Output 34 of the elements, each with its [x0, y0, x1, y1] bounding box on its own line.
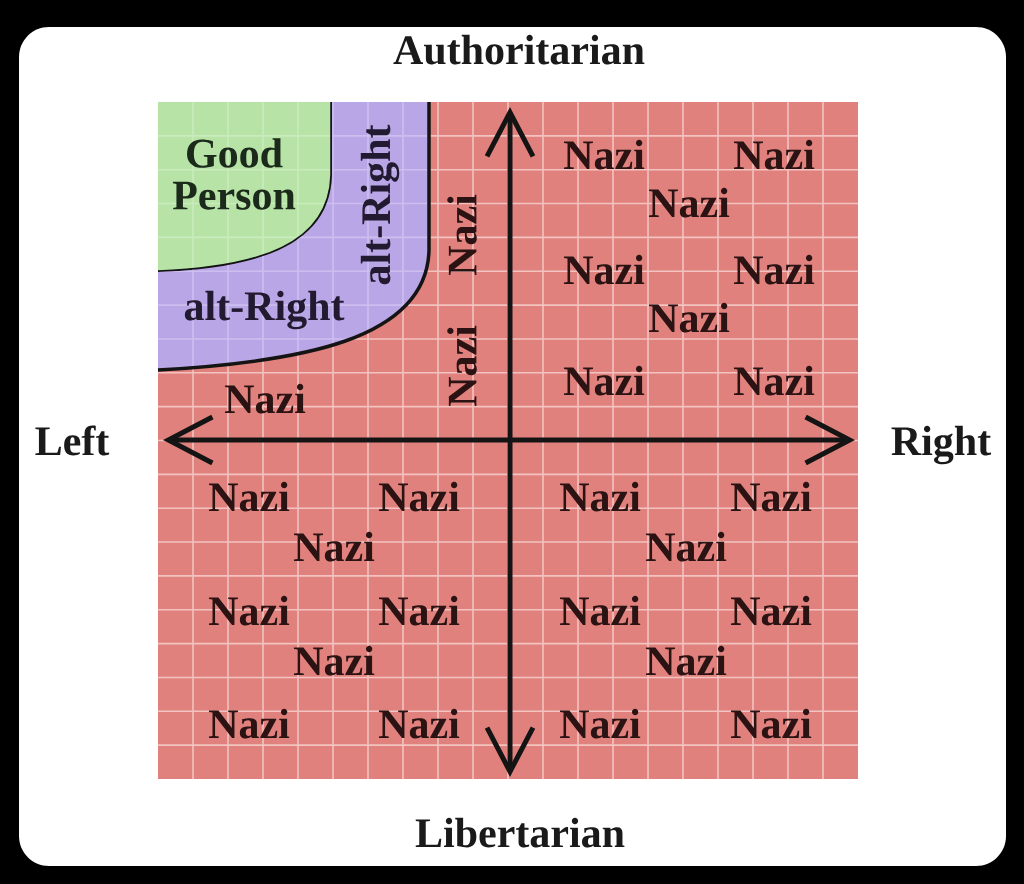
region-label: Nazi [731, 708, 812, 739]
region-label: Nazi [560, 481, 641, 512]
region-label: Nazi [209, 708, 290, 739]
region-label: Nazi [564, 139, 645, 170]
region-label: Nazi [649, 187, 730, 218]
region-label: Nazi [646, 531, 727, 562]
region-label: Nazi [560, 595, 641, 626]
region-label: Nazi [564, 254, 645, 285]
region-label: Nazi [646, 645, 727, 676]
region-label: Nazi [209, 595, 290, 626]
region-label: Nazi [294, 531, 375, 562]
region-label: Nazi [209, 481, 290, 512]
region-label: Nazi [731, 595, 812, 626]
axis-label: Libertarian [415, 817, 625, 848]
region-label: Nazi [734, 139, 815, 170]
region-label: Nazi [731, 481, 812, 512]
region-label: Nazi [379, 595, 460, 626]
region-label: Nazi [379, 481, 460, 512]
region-label: Nazi [447, 325, 477, 407]
axis-label: Authoritarian [393, 34, 645, 65]
region-label: Nazi [379, 708, 460, 739]
region-label: Nazi [447, 194, 477, 276]
axis-label: Right [891, 425, 991, 465]
region-label: alt-Right [360, 124, 400, 285]
region-label: Nazi [564, 365, 645, 396]
region-label: Nazi [734, 254, 815, 285]
region-label: Good Person [172, 138, 296, 210]
region-label: Nazi [734, 365, 815, 396]
region-label: Nazi [649, 302, 730, 333]
region-label: Nazi [225, 383, 306, 414]
region-label: Nazi [560, 708, 641, 739]
axis-label: Left [35, 425, 110, 456]
region-label: Nazi [294, 645, 375, 676]
region-label: alt-Right [184, 290, 345, 330]
